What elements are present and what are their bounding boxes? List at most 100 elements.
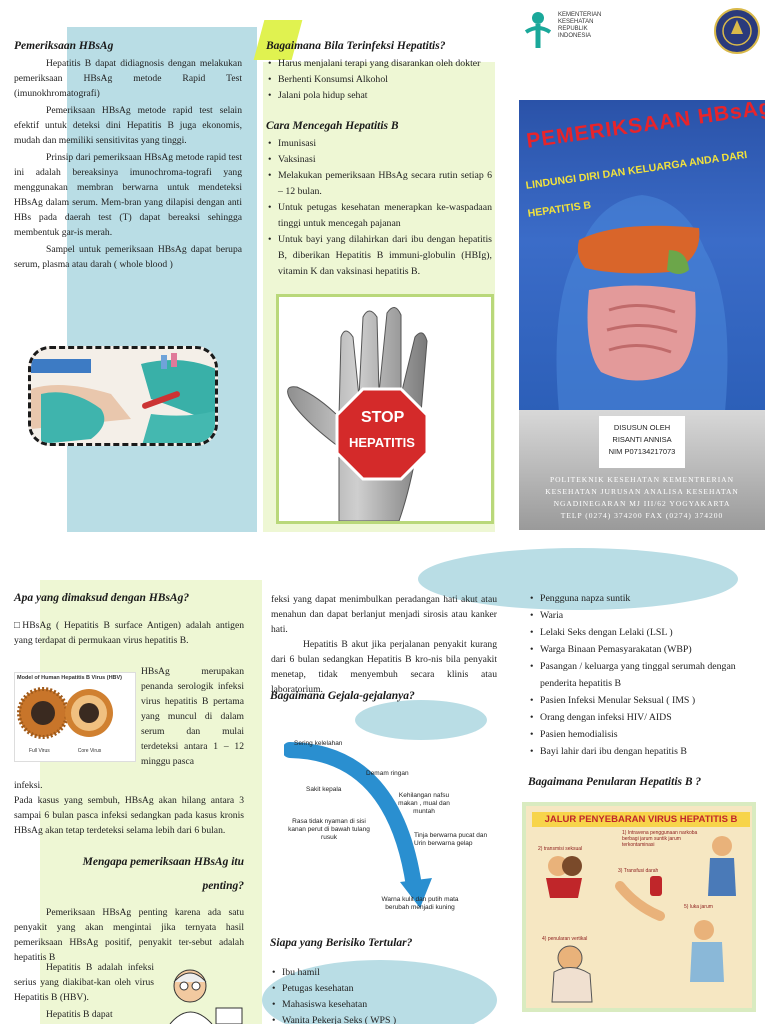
list-item: Warga Binaan Pemasyarakatan (WBP): [528, 641, 748, 658]
list-item: Lelaki Seks dengan Lelaki (LSL ): [528, 624, 748, 641]
list-item: Orang dengan infeksi HIV/ AIDS: [528, 709, 748, 726]
list-item: Mahasiswa kesehatan: [270, 997, 490, 1013]
transmission-poster: JALUR PENYEBARAN VIRUS HEPATITIS B 1) In…: [522, 802, 756, 1012]
author-nim: NIM P07134217073: [608, 447, 676, 456]
author-name: RISANTI ANNISA: [612, 435, 672, 444]
back-left: Apa yang dimaksud dengan HBsAg? □HBsAg (…: [14, 592, 244, 648]
list-item: Wanita Pekerja Seks ( WPS ): [270, 1013, 490, 1024]
list-item: Ibu hamil: [270, 965, 490, 981]
cover-footer: DISUSUN OLEH RISANTI ANNISA NIM P0713421…: [519, 410, 765, 530]
poltekkes-logo: [714, 8, 760, 54]
after-text-para: Pada kasus yang sembuh, HBsAg akan hilan…: [14, 795, 244, 836]
paragraph: Pemeriksaan HBsAg penting karena ada sat…: [14, 907, 244, 963]
seal-icon: [722, 16, 752, 46]
hbv-model-image: Model of Human Hepatitis B Virus (HBV) F…: [14, 672, 136, 762]
author-label: DISUSUN OLEH: [613, 423, 671, 432]
after-text-line: infeksi.: [14, 780, 43, 791]
doctor-cartoon: [160, 964, 244, 1024]
what-is-hbsag-title: Apa yang dimaksud dengan HBsAg?: [14, 592, 190, 604]
infected-title: Bagaimana Bila Terinfeksi Hepatitis?: [266, 40, 446, 52]
model-label: Full Virus: [29, 748, 50, 754]
paragraph: Hepatitis B akut jika perjalanan penyaki…: [271, 639, 497, 695]
hand-icon: [287, 307, 429, 521]
institution-line: POLITEKNIK KESEHATAN KEMENTRERIAN: [549, 475, 735, 484]
hbsag-side-text: HBsAg merupakan penanda serologik infeks…: [141, 666, 244, 767]
list-item: Vaksinasi: [266, 152, 492, 168]
gloved-hands-image: [31, 349, 215, 443]
panel-left-title: Pemeriksaan HBsAg: [14, 40, 114, 52]
poster-item: 2) transmisi seksual: [538, 846, 583, 852]
institution-line: KESEHATAN JURUSAN ANALISA KESEHATAN: [545, 487, 739, 496]
symptom-label: Tinja berwarna pucat dan Urin berwarna g…: [414, 832, 488, 847]
continued-text: feksi yang dapat menimbulkan peradangan …: [271, 594, 497, 635]
transmission-title: Bagaimana Penularan Hepatitis B ?: [528, 776, 702, 788]
back-mid-top: feksi yang dapat menimbulkan peradangan …: [271, 592, 497, 699]
list-item: Pengguna napza suntik: [528, 590, 748, 607]
institution-line: TELP (0274) 374200 FAX (0274) 374200: [560, 511, 724, 520]
symptoms-diagram: Sering kelelahan Demam ringan Sakit kepa…: [284, 736, 496, 922]
list-item: Melakukan pemeriksaan HBsAg secara rutin…: [266, 168, 492, 200]
poster-item: 5) luka jarum: [684, 904, 713, 910]
back-left-bg: [40, 580, 262, 1024]
kemenkes-text: KEMENTERIAN KESEHATAN REPUBLIK INDONESIA: [558, 12, 601, 40]
body-organs-icon: [556, 195, 728, 412]
list-item: Untuk bayi yang dilahirkan dari ibu deng…: [266, 232, 492, 280]
doctor-icon: [169, 969, 243, 1024]
model-title: Model of Human Hepatitis B Virus (HBV): [17, 675, 123, 681]
list-item: Pasien Infeksi Menular Seksual ( IMS ): [528, 692, 748, 709]
list-item: Petugas kesehatan: [270, 981, 490, 997]
kemenkes-line: INDONESIA: [558, 33, 592, 39]
institution-line: NGADINEGARAN MJ III/62 YOGYAKARTA: [553, 499, 731, 508]
cover-image: PEMERIKSAAN HBsAg LINDUNGI DIRI DAN KELU…: [519, 100, 765, 412]
hbsag-intro: □HBsAg ( Hepatitis B surface Antigen) ad…: [14, 620, 244, 646]
symptom-label: Rasa tidak nyaman di sisi kanan perut di…: [288, 818, 370, 841]
author-box: DISUSUN OLEH RISANTI ANNISA NIM P0713421…: [599, 416, 685, 468]
kemenkes-line: REPUBLIK: [558, 26, 588, 32]
panel-left-text: Hepatitis B dapat didiagnosis dengan mel…: [14, 56, 242, 272]
list-item: Pasangan / keluarga yang tinggal serumah…: [528, 658, 748, 692]
prevent-list: Imunisasi Vaksinasi Melakukan pemeriksaa…: [266, 136, 492, 280]
list-item: Bayi lahir dari ibu dengan hepatitis B: [528, 743, 748, 760]
symptom-label: Demam ringan: [366, 770, 409, 777]
list-item: Imunisasi: [266, 136, 492, 152]
list-item: Waria: [528, 607, 748, 624]
kemenkes-emblem-icon: [524, 12, 552, 48]
paragraph: Hepatitis B dapat didiagnosis dengan mel…: [14, 58, 242, 99]
why-important-title: Mengapa pemeriksaan HBsAg itu penting?: [82, 856, 244, 892]
stop-hepatitis-image: STOP HEPATITIS: [276, 294, 494, 524]
hepatitis-b-def: Hepatitis B adalah infeksi serius yang d…: [14, 960, 154, 1024]
stop-label: STOP: [361, 409, 405, 426]
symptom-label: Sering kelelahan: [294, 740, 343, 747]
infected-list: Harus menjalani terapi yang disarankan o…: [266, 56, 492, 104]
paragraph: Sampel untuk pemeriksaan HBsAg dapat ber…: [14, 244, 242, 270]
list-item: Harus menjalani terapi yang disarankan o…: [266, 56, 492, 72]
poster-item: 4) penularan vertikal: [542, 936, 588, 942]
poster-item: 3) Transfusi darah: [618, 868, 659, 874]
at-risk-title: Siapa yang Berisiko Tertular?: [270, 937, 413, 949]
paragraph: Pemeriksaan HBsAg metode rapid test sela…: [14, 105, 242, 146]
poster-item: 1) Intravena penggunaan narkoba berbagi …: [622, 830, 698, 848]
symptom-label: Sakit kepala: [306, 786, 342, 793]
at-risk-list-continued: Pengguna napza suntik Waria Lelaki Seks …: [528, 590, 748, 760]
virus-model-icon: [17, 687, 113, 739]
mid-oval-1: [355, 700, 487, 740]
kemenkes-logo: KEMENTERIAN KESEHATAN REPUBLIK INDONESIA: [522, 10, 612, 54]
at-risk-list: Ibu hamil Petugas kesehatan Mahasiswa ke…: [270, 965, 490, 1024]
model-labels: Full Virus Core Virus: [15, 748, 135, 754]
list-item: Pasien hemodialisis: [528, 726, 748, 743]
hbsag-after-text: infeksi. Pada kasus yang sembuh, HBsAg a…: [14, 778, 244, 838]
transmission-illustrations-icon: [546, 836, 736, 1003]
symptoms-title: Bagaimana Gejala-gejalanya?: [270, 690, 415, 702]
paragraph: Hepatitis B adalah infeksi serius yang d…: [14, 962, 154, 1003]
institution-text: POLITEKNIK KESEHATAN KEMENTRERIAN KESEHA…: [519, 474, 765, 522]
list-item: Jalani pola hidup sehat: [266, 88, 492, 104]
kemenkes-line: KESEHATAN: [558, 19, 594, 25]
paragraph: Hepatitis B dapat: [46, 1009, 113, 1020]
left-panel-bg: [67, 27, 257, 532]
hepatitis-label: HEPATITIS: [349, 435, 415, 450]
list-item: Berhenti Konsumsi Alkohol: [266, 72, 492, 88]
paragraph: Prinsip dari pemeriksaan HBsAg metode ra…: [14, 152, 242, 238]
model-label: Core Virus: [77, 748, 102, 754]
symptoms-arrow-icon: [284, 742, 432, 908]
symptom-label: Warna kulit dan putih mata berubah menja…: [381, 896, 459, 911]
